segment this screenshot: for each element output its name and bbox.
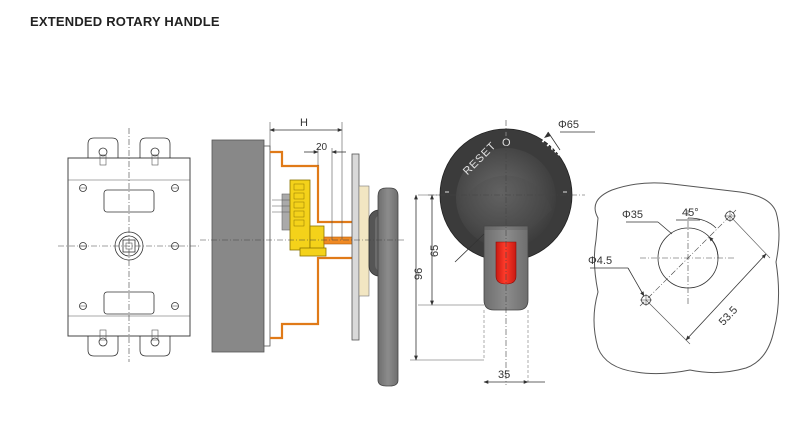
dim-phi4-5-label: Φ4.5 xyxy=(588,255,612,267)
handle-side xyxy=(377,187,399,387)
upper-bracket xyxy=(270,150,352,224)
dial-label-off: O xyxy=(502,137,511,149)
dim-35-label: 35 xyxy=(498,369,510,381)
dim-phi65-label: Φ65 xyxy=(558,119,579,131)
lower-bracket xyxy=(270,256,352,340)
dim-96-label: 96 xyxy=(413,268,425,280)
bottom-mount-tabs xyxy=(87,329,171,357)
upper-window xyxy=(103,189,155,213)
breaker-body xyxy=(211,139,265,353)
top-mount-tabs xyxy=(87,137,171,166)
panel-door xyxy=(351,153,360,341)
dial-view: RESET O TRIP Φ65 65 96 35 xyxy=(410,119,595,385)
dim-h-label: H xyxy=(300,117,308,129)
dim-phi35-label: Φ35 xyxy=(622,209,643,221)
dim-20-label: 20 xyxy=(316,142,328,153)
dim-65-label: 65 xyxy=(429,245,441,257)
side-view: H 20 xyxy=(200,117,405,387)
yellow-mechanism xyxy=(289,179,327,257)
dim-45deg-label: 45° xyxy=(682,207,699,219)
page-title: EXTENDED ROTARY HANDLE xyxy=(30,14,220,29)
front-view xyxy=(58,128,200,362)
lower-window xyxy=(103,291,155,315)
cutout-template: Φ35 45° Φ4.5 53.5 xyxy=(588,182,780,375)
